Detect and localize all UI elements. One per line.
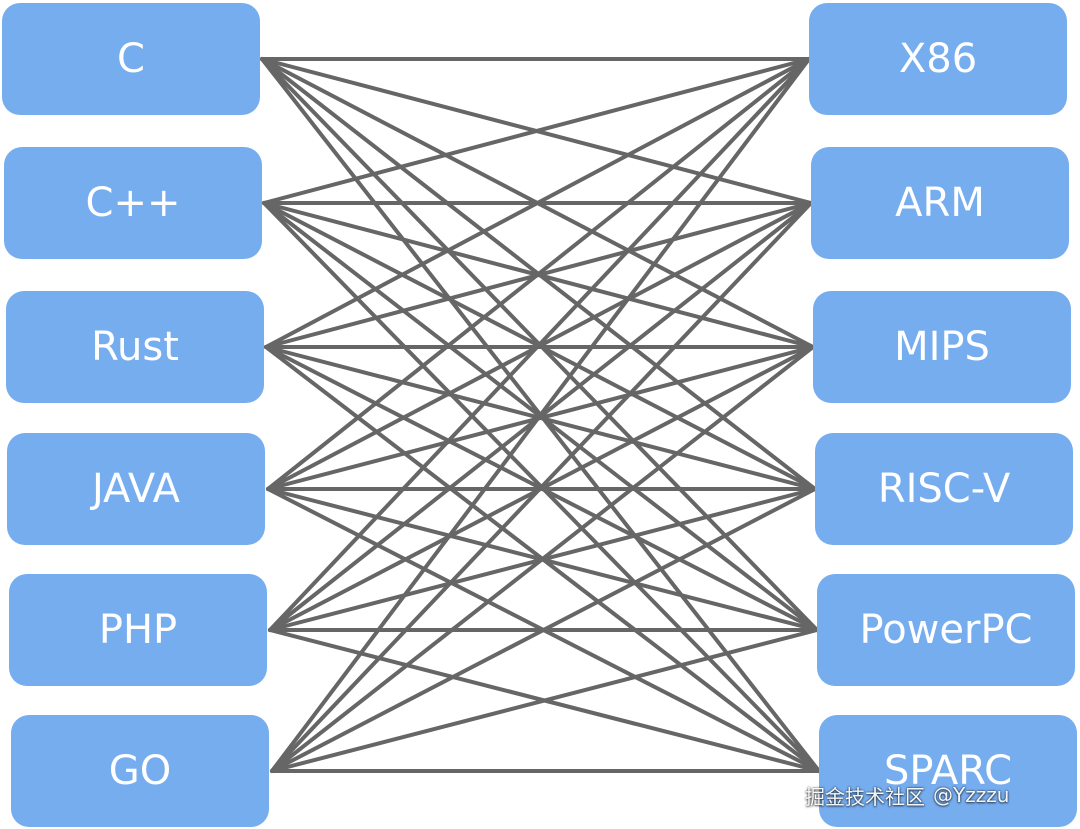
left-node-php: PHP bbox=[9, 574, 267, 686]
connection-line bbox=[266, 57, 811, 491]
right-node-arm: ARM bbox=[811, 147, 1069, 259]
right-node-label: MIPS bbox=[894, 324, 990, 370]
connection-line bbox=[270, 628, 819, 773]
connection-line bbox=[268, 57, 811, 632]
connection-line bbox=[270, 487, 817, 773]
right-node-x86: X86 bbox=[809, 3, 1067, 115]
left-node-label: PHP bbox=[98, 607, 178, 653]
connection-line bbox=[270, 57, 811, 773]
connection-line bbox=[270, 345, 815, 773]
connection-line bbox=[264, 57, 811, 349]
left-node-label: C bbox=[117, 36, 145, 82]
left-node-label: GO bbox=[108, 748, 172, 794]
watermark-user: @Yzzzu bbox=[933, 783, 1010, 807]
left-node-label: Rust bbox=[91, 324, 179, 370]
left-node-go: GO bbox=[11, 715, 269, 827]
right-node-mips: MIPS bbox=[813, 291, 1071, 403]
left-node-c: C bbox=[2, 3, 260, 115]
right-node-label: PowerPC bbox=[859, 607, 1033, 653]
left-node-rust: Rust bbox=[6, 291, 264, 403]
right-node-sparc: SPARC bbox=[819, 715, 1077, 827]
right-node-risc-v: RISC-V bbox=[815, 433, 1073, 545]
left-node-label: C++ bbox=[85, 180, 181, 226]
right-node-label: ARM bbox=[895, 180, 985, 226]
right-node-label: SPARC bbox=[883, 748, 1013, 794]
left-node-label: JAVA bbox=[91, 466, 181, 512]
right-node-powerpc: PowerPC bbox=[817, 574, 1075, 686]
watermark: 掘金技术社区 @Yzzzu bbox=[805, 778, 1065, 812]
connection-line bbox=[270, 201, 813, 773]
left-node-java: JAVA bbox=[7, 433, 265, 545]
connection-line bbox=[262, 57, 811, 205]
right-node-label: RISC-V bbox=[877, 466, 1011, 512]
watermark-site: 掘金技术社区 bbox=[805, 784, 925, 809]
left-node-cpp: C++ bbox=[4, 147, 262, 259]
right-node-label: X86 bbox=[898, 36, 978, 82]
